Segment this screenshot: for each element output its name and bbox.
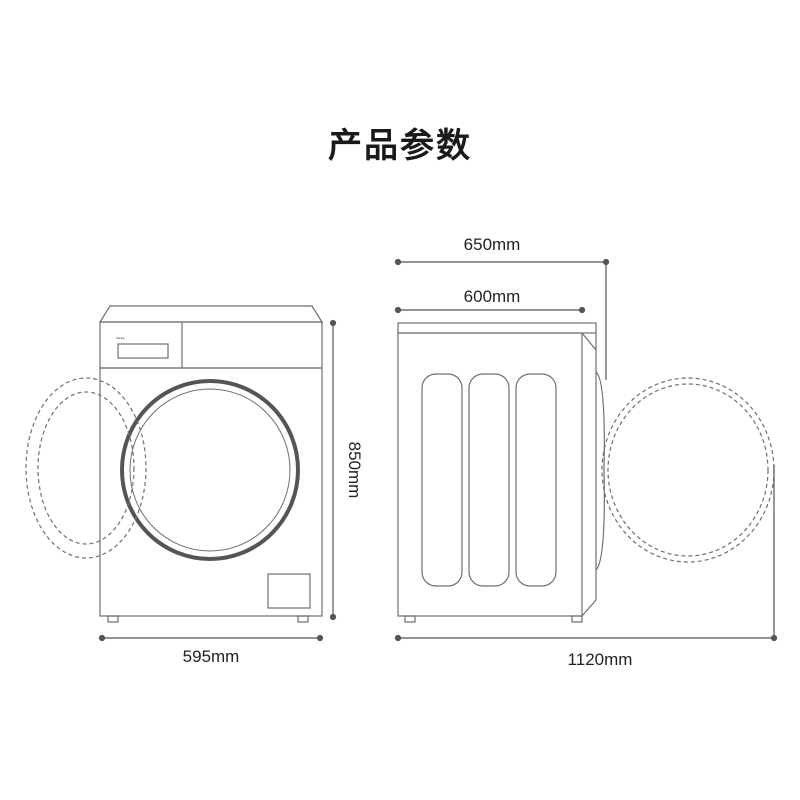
side-view xyxy=(397,322,775,623)
open-door-outer xyxy=(25,377,147,559)
front-width-label: 595mm xyxy=(183,647,240,666)
door-ring-inner xyxy=(129,388,291,552)
open-door-inner xyxy=(37,391,135,545)
side-open-door-inner xyxy=(607,383,769,557)
depth-body-dimension xyxy=(394,306,586,314)
side-body xyxy=(397,332,583,617)
brand-logo-mark: ▪▪▪▪ xyxy=(116,336,125,342)
front-body xyxy=(99,367,323,617)
front-foot-right xyxy=(297,615,309,623)
filter-cover xyxy=(267,573,311,609)
door-open-dimension xyxy=(394,465,778,642)
side-foot-left xyxy=(404,615,416,623)
height-label: 850mm xyxy=(345,442,364,499)
door-open-label: 1120mm xyxy=(568,650,633,669)
detergent-drawer xyxy=(117,343,169,359)
depth-total-dimension xyxy=(394,258,610,380)
side-open-door-outer xyxy=(601,377,775,563)
control-panel xyxy=(99,321,323,369)
height-dimension xyxy=(329,319,337,621)
front-view xyxy=(25,305,324,623)
side-panel-1 xyxy=(421,373,463,587)
side-foot-right xyxy=(571,615,583,623)
depth-total-label: 650mm xyxy=(464,235,521,254)
door-profile xyxy=(595,371,605,571)
depth-body-label: 600mm xyxy=(464,287,521,306)
page-title: 产品参数 xyxy=(328,126,472,166)
front-top-panel xyxy=(98,305,324,323)
front-width-dimension xyxy=(98,634,324,642)
front-foot-left xyxy=(107,615,119,623)
side-top xyxy=(397,322,597,334)
side-panel-2 xyxy=(468,373,510,587)
side-panel-3 xyxy=(515,373,557,587)
door-ring-outer xyxy=(120,379,300,561)
